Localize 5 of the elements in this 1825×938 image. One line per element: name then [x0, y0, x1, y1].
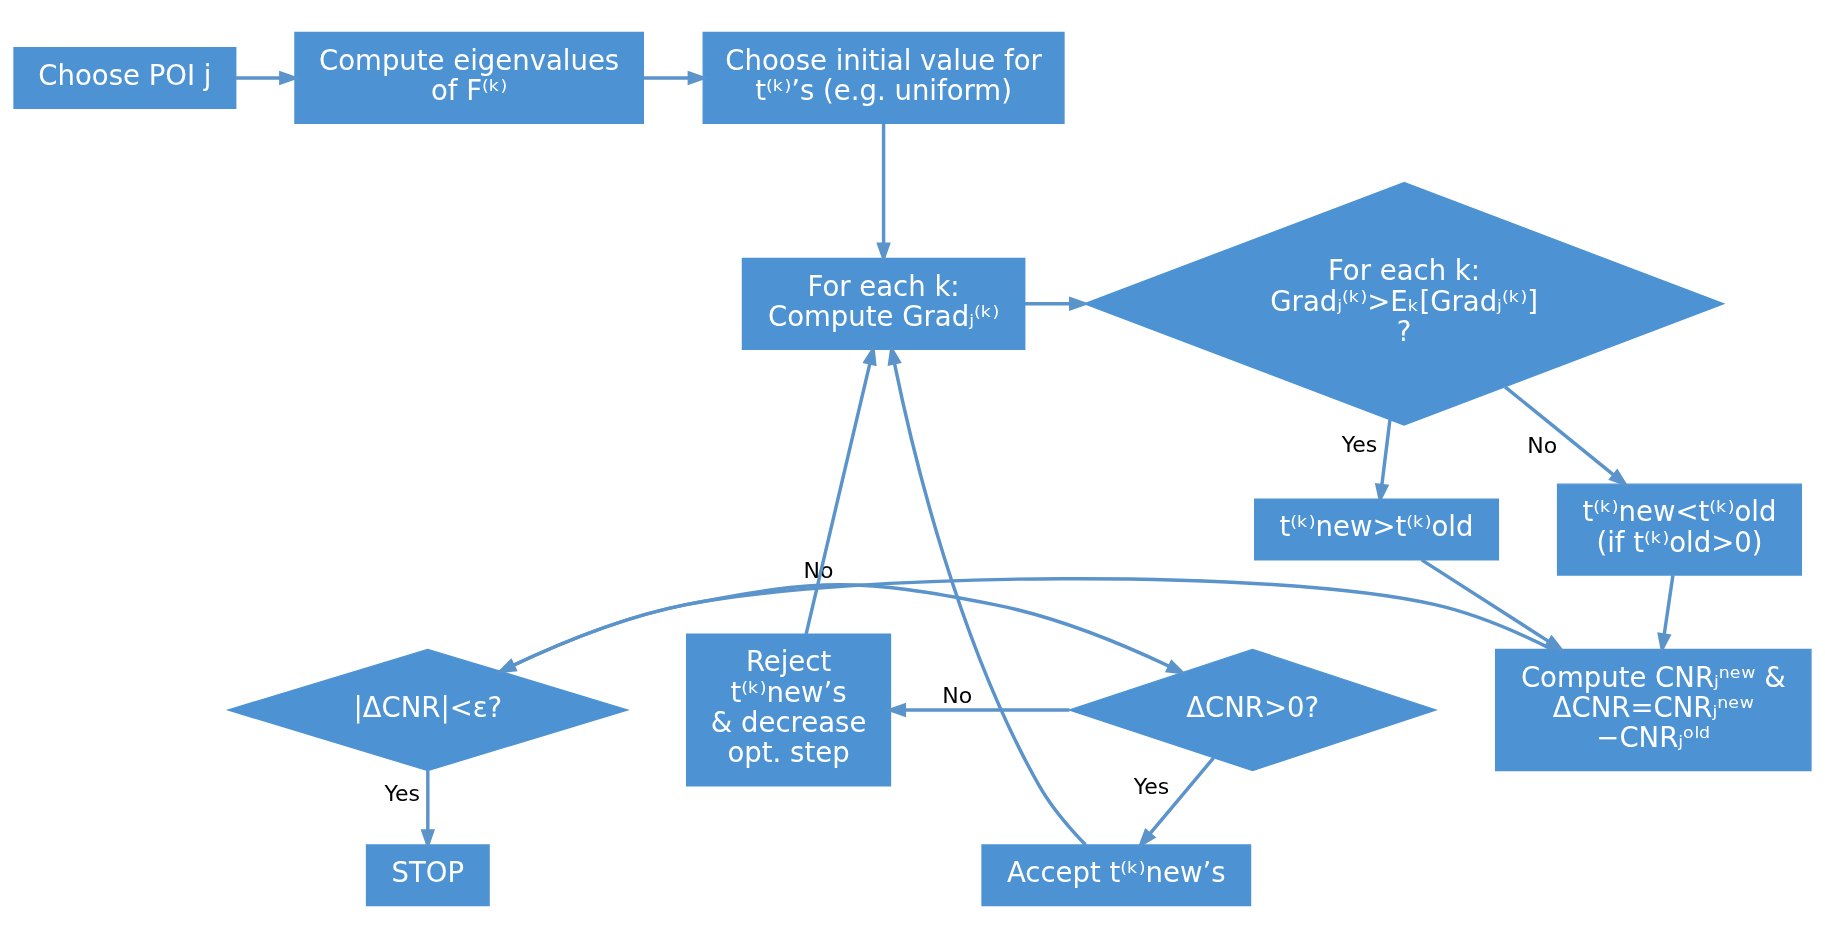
edge-label: Yes: [1341, 432, 1378, 458]
edge-label: Yes: [1133, 774, 1170, 800]
edge-label: No: [1527, 433, 1558, 459]
edge-label: Yes: [384, 780, 421, 806]
edge-label: No: [942, 682, 973, 708]
